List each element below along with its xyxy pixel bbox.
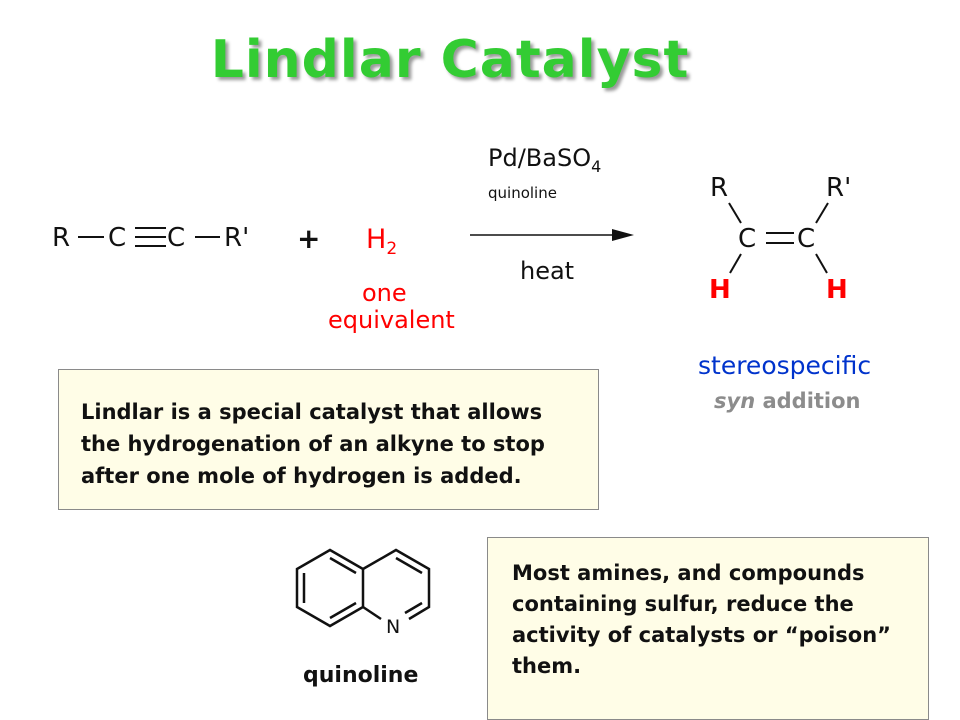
h2-symbol: H2 — [366, 224, 397, 259]
one-equivalent-line2: equivalent — [328, 306, 455, 334]
bond-rprime-c2 — [815, 202, 829, 224]
double-bond — [766, 232, 794, 244]
product-c1: C — [738, 224, 756, 254]
reactant-r: R — [52, 223, 70, 253]
arrow-head-icon — [612, 229, 634, 241]
stereospecific-label: stereospecific — [698, 351, 871, 380]
alkene-product: R R' C C H H — [709, 173, 851, 305]
bond-c2-h — [815, 253, 828, 274]
alkyne-reactant: R C C R' — [52, 223, 249, 253]
product-r-prime: R' — [826, 173, 851, 203]
lindlar-info-text: Lindlar is a special catalyst that allow… — [81, 400, 545, 488]
plus-sign: + — [297, 222, 320, 255]
bond-c1-h — [729, 253, 742, 274]
product-h2: H — [826, 275, 848, 305]
product-h1: H — [709, 275, 731, 305]
triple-bond — [135, 227, 166, 247]
syn-addition-label: syn addition — [714, 389, 861, 413]
reactant-r-prime: R' — [224, 223, 249, 253]
hydrogen-reagent: H2 one equivalent — [328, 224, 455, 334]
quinoline-structure — [295, 548, 431, 628]
product-c2: C — [797, 224, 815, 254]
one-equivalent-line1: one — [362, 279, 407, 307]
page-title: Lindlar Catalyst — [210, 30, 690, 90]
catalyst-formula: Pd/BaSO4 — [488, 144, 601, 176]
catalyst-additive: quinoline — [488, 184, 557, 202]
condition-heat: heat — [520, 257, 574, 285]
quinoline-nitrogen: N — [386, 616, 400, 638]
lindlar-info-box: Lindlar is a special catalyst that allow… — [58, 369, 599, 510]
bond-r-c1 — [728, 202, 742, 224]
reaction-conditions: Pd/BaSO4 quinoline heat — [470, 144, 634, 285]
reactant-c2: C — [167, 223, 185, 253]
reactant-c1: C — [108, 223, 126, 253]
poison-info-text: Most amines, and compounds containing su… — [512, 561, 891, 678]
quinoline-label: quinoline — [303, 663, 418, 688]
product-r: R — [710, 173, 728, 203]
poison-info-box: Most amines, and compounds containing su… — [487, 537, 929, 720]
